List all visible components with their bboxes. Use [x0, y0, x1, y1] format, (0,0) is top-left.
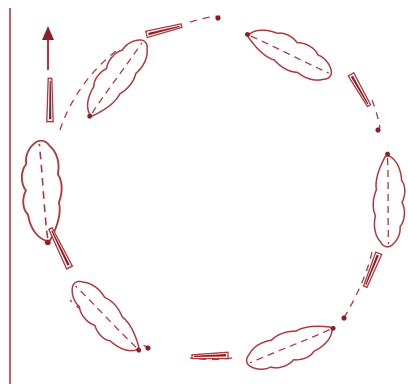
ring-tip-dots — [145, 15, 380, 350]
feathers-group — [21, 17, 407, 378]
quill-right-lower — [362, 252, 381, 288]
feather-bottom-right — [242, 316, 342, 378]
quill-left-upper — [47, 78, 53, 121]
feather-left — [21, 140, 64, 246]
quill-top — [146, 23, 182, 38]
quill-bottom — [192, 352, 228, 360]
feather-bottom-left — [63, 273, 150, 365]
feather-top-left — [73, 32, 156, 126]
feather-top-right — [239, 17, 338, 90]
feather-right — [372, 151, 407, 247]
quill-left-lower — [48, 227, 73, 269]
quill-right-upper — [348, 73, 372, 107]
up-arrow-icon — [42, 26, 54, 70]
